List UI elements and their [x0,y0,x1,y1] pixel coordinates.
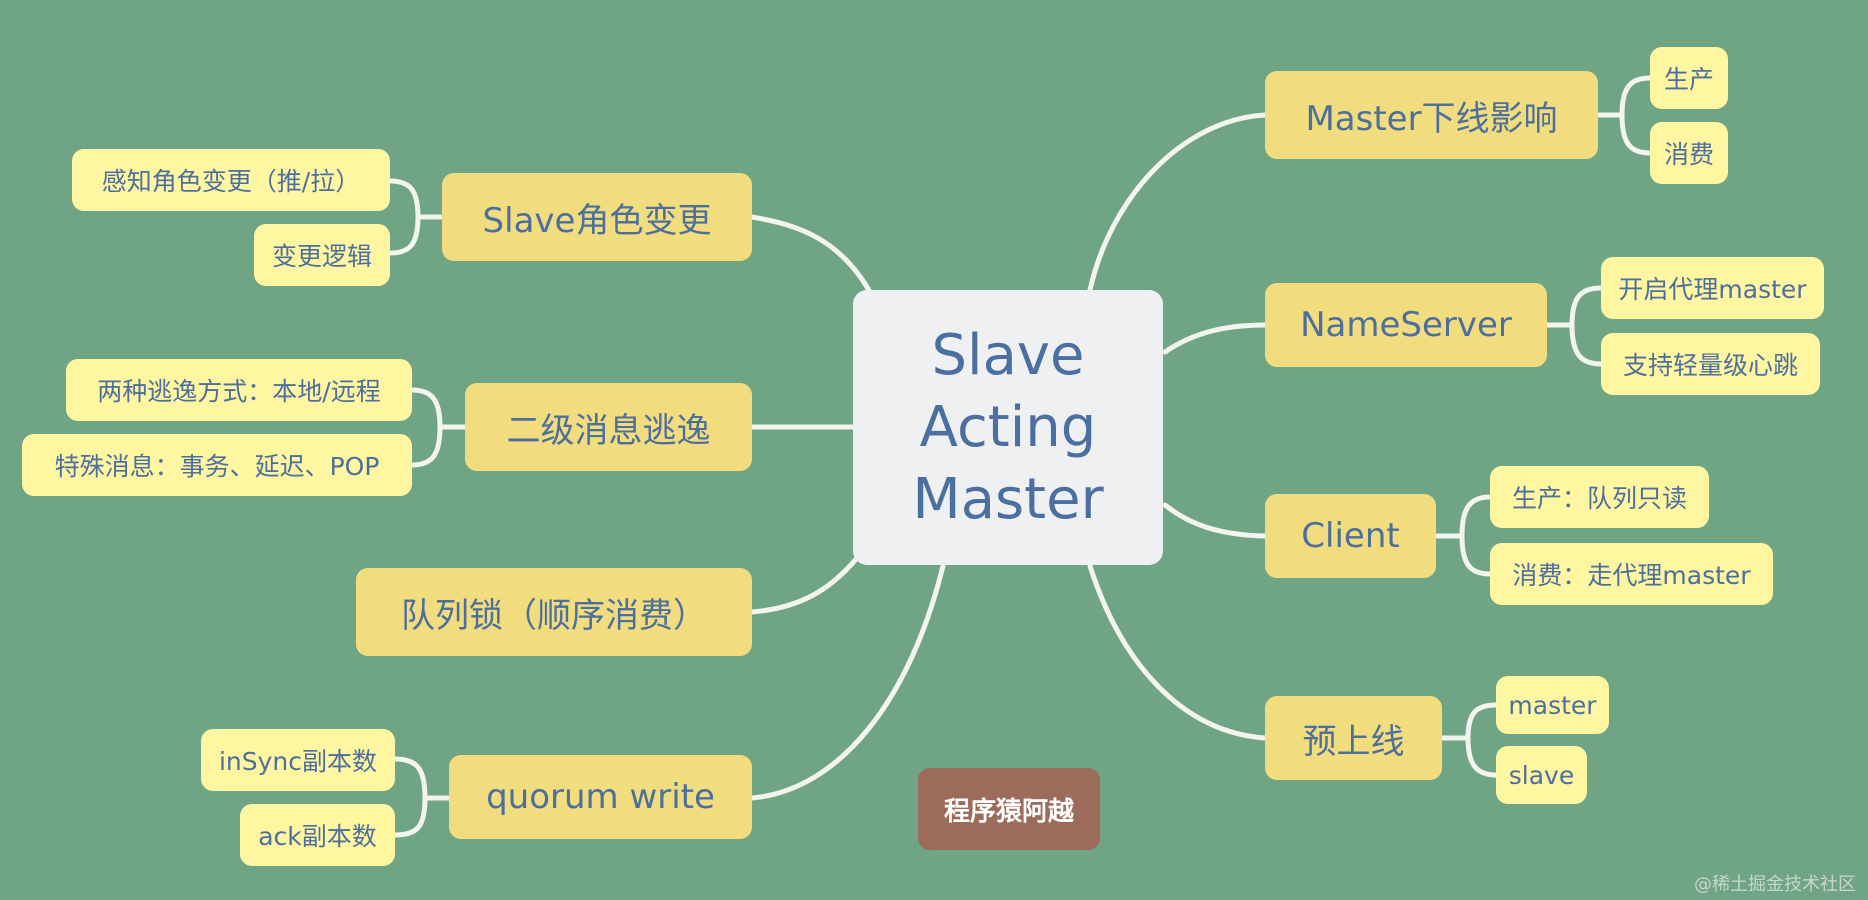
branch-slave-role-change[interactable]: Slave角色变更 [442,173,752,261]
leaf-escape-methods[interactable]: 两种逃逸方式：本地/远程 [66,359,412,421]
branch-quorum-write[interactable]: quorum write [449,755,752,839]
link-master-offline-leaves [1595,75,1653,156]
leaf-lightweight-heartbeat[interactable]: 支持轻量级心跳 [1601,333,1820,395]
branch-client[interactable]: Client [1265,494,1436,578]
watermark: @稀土掘金技术社区 [1694,874,1856,895]
leaf-change-logic[interactable]: 变更逻辑 [254,224,390,286]
leaf-ack-replicas[interactable]: ack副本数 [240,804,395,866]
branch-queue-lock[interactable]: 队列锁（顺序消费） [356,568,752,656]
branch-pre-online[interactable]: 预上线 [1265,696,1442,780]
link-quorum-write-leaves [392,756,452,838]
central-topic-line-2: Acting [919,394,1097,460]
link-slave-role-change-leaves [387,178,445,256]
central-topic-line-1: Slave [931,322,1085,388]
link-center-quorum-write [749,563,946,801]
link-pre-online-leaves [1439,702,1499,778]
leaf-enable-proxy-master[interactable]: 开启代理master [1601,257,1824,319]
branch-nameserver[interactable]: NameServer [1265,283,1547,367]
leaf-produce[interactable]: 生产 [1650,47,1728,109]
central-topic-line-3: Master [912,466,1104,532]
link-center-client [1162,502,1268,539]
branch-master-offline[interactable]: Master下线影响 [1265,71,1598,159]
leaf-insync-replicas[interactable]: inSync副本数 [201,729,395,791]
branch-secondary-escape[interactable]: 二级消息逃逸 [465,383,752,471]
central-topic[interactable]: Slave Acting Master [853,290,1163,565]
leaf-consume-via-proxy-master[interactable]: 消费：走代理master [1490,543,1773,605]
link-client-leaves [1433,494,1493,577]
link-center-slave-role-change [749,214,873,295]
leaf-slave[interactable]: slave [1496,746,1587,804]
link-center-master-offline [1087,112,1268,293]
link-secondary-escape-leaves [409,387,468,468]
link-center-nameserver [1162,322,1268,355]
leaf-master[interactable]: master [1496,676,1609,734]
leaf-perceive-role-change[interactable]: 感知角色变更（推/拉） [72,149,390,211]
leaf-special-messages[interactable]: 特殊消息：事务、延迟、POP [22,434,412,496]
link-nameserver-leaves [1544,285,1604,367]
leaf-consume[interactable]: 消费 [1650,122,1728,184]
leaf-produce-queue-readonly[interactable]: 生产：队列只读 [1490,466,1709,528]
link-center-pre-online [1087,563,1268,741]
author-badge: 程序猿阿越 [918,768,1100,850]
link-center-queue-lock [749,555,860,615]
